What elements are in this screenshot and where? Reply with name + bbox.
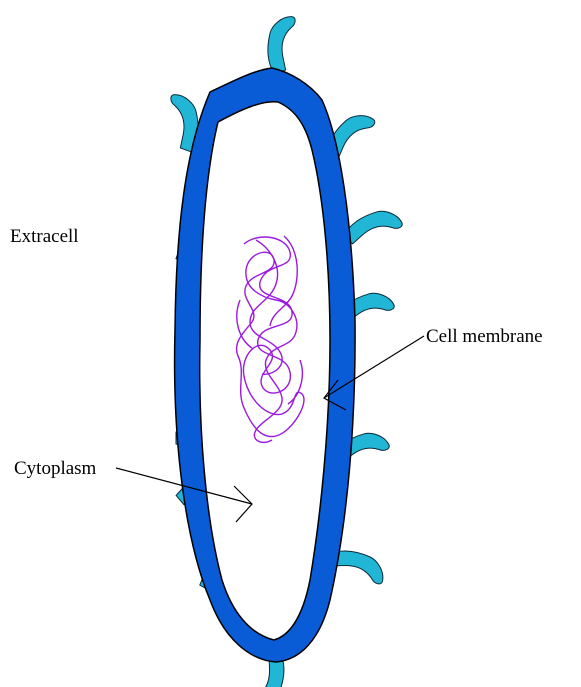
extracellular-label: Extracell: [10, 226, 79, 247]
cytoplasm-label: Cytoplasm: [14, 458, 97, 479]
cell-membrane-label: Cell membrane: [426, 326, 543, 347]
pilus: [257, 15, 310, 75]
